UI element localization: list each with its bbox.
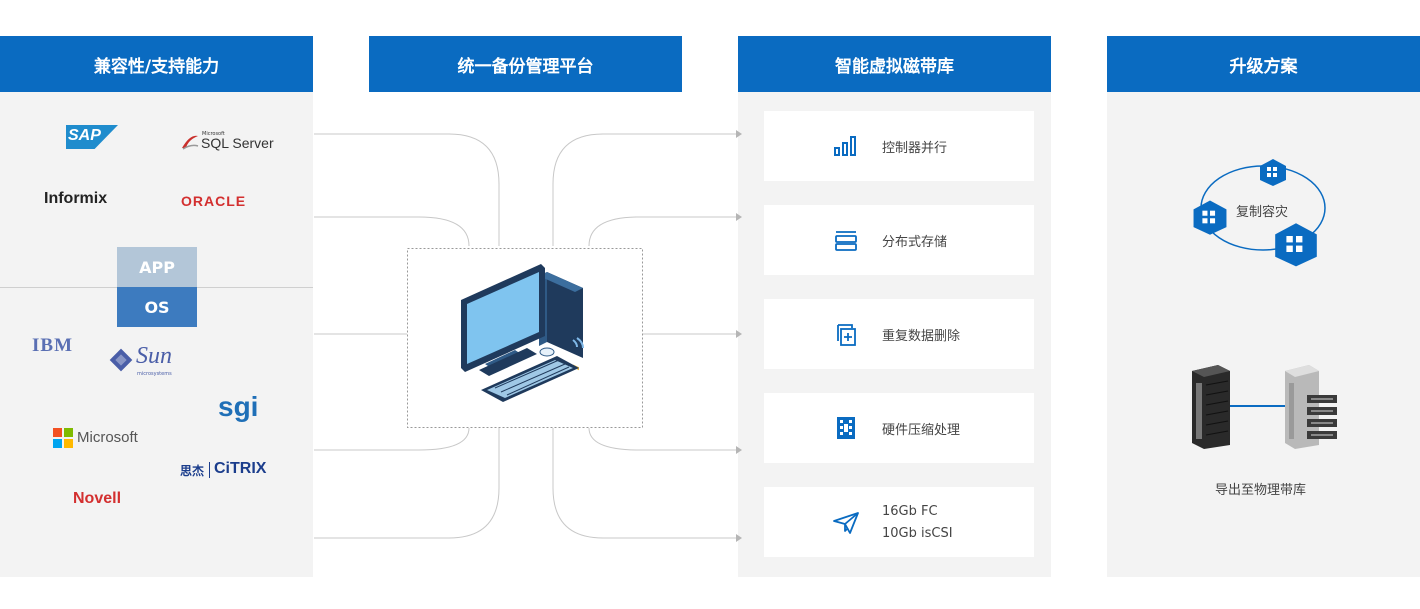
paper-plane-icon — [833, 512, 859, 534]
arrow-1 — [736, 130, 742, 138]
link-left-1 — [314, 133, 500, 246]
vtl-card-line: 16Gb FC — [882, 504, 938, 519]
vtl-card-label: 分布式存储 — [882, 234, 948, 250]
link-right-5 — [552, 428, 736, 539]
bar-chart-icon — [834, 136, 856, 156]
export-label: 导出至物理带库 — [1215, 483, 1307, 498]
link-right-4 — [588, 427, 736, 451]
vtl-card-label: 硬件压缩处理 — [882, 422, 961, 438]
vtl-card-interface: 16Gb FC 10Gb isCSI — [764, 487, 1034, 557]
citrix-logo-text: CiTRIX — [214, 460, 267, 477]
sun-logo-text: Sun — [136, 343, 172, 369]
vtl-card-controller: 控制器并行 — [764, 111, 1034, 181]
sun-small-text: microsystems — [137, 371, 172, 377]
compat-header: 兼容性/支持能力 — [0, 36, 313, 92]
sql-server-small-text: Microsoft — [202, 131, 225, 137]
sijie-logo-text: 思杰 — [180, 464, 205, 478]
link-right-1 — [552, 133, 736, 246]
microsoft-logo-text: Microsoft — [77, 429, 138, 446]
server-rack-icon — [1192, 365, 1230, 449]
sql-server-text: SQL Server — [201, 135, 274, 151]
replication-label: 复制容灾 — [1236, 205, 1289, 220]
arrow-4 — [736, 446, 742, 454]
dedupe-icon — [837, 324, 856, 346]
cube-icon — [1260, 159, 1286, 186]
arrow-2 — [736, 213, 742, 221]
server-rack-icon — [1285, 365, 1337, 449]
platform-header-text: 统一备份管理平台 — [457, 56, 594, 77]
link-right-2 — [588, 216, 736, 247]
arrow-3 — [736, 330, 742, 338]
sgi-logo: sgi — [218, 391, 259, 422]
compat-panel — [0, 92, 313, 577]
link-left-2 — [314, 216, 470, 247]
vtl-card-compression: 硬件压缩处理 — [764, 393, 1034, 463]
platform-header: 统一备份管理平台 — [369, 36, 682, 92]
arrow-5 — [736, 534, 742, 542]
chip-icon — [837, 417, 855, 439]
vtl-card-label: 控制器并行 — [882, 140, 948, 156]
vtl-card-distributed: 分布式存储 — [764, 205, 1034, 275]
oracle-logo: ORACLE — [181, 193, 247, 209]
vtl-card-line: 10Gb isCSI — [882, 526, 953, 541]
vtl-card-dedupe: 重复数据删除 — [764, 299, 1034, 369]
storage-icon — [835, 231, 857, 251]
vtl-header-text: 智能虚拟磁带库 — [835, 56, 954, 77]
app-tag-text: APP — [139, 257, 175, 277]
cube-icon — [1193, 200, 1227, 235]
cube-icon — [1275, 223, 1317, 267]
sun-icon — [109, 348, 133, 372]
computer-icon — [461, 264, 584, 402]
compat-header-text: 兼容性/支持能力 — [93, 56, 220, 77]
novell-logo: Novell — [73, 490, 122, 507]
vtl-card-lines: 16Gb FC 10Gb isCSI — [882, 501, 953, 545]
server-link-line — [1230, 405, 1286, 407]
link-left-5 — [314, 428, 500, 539]
sql-server-icon — [182, 135, 199, 150]
ibm-logo: IBM — [32, 335, 73, 356]
os-tag: OS — [117, 287, 197, 327]
app-tag: APP — [117, 247, 197, 287]
vtl-header: 智能虚拟磁带库 — [738, 36, 1051, 92]
upgrade-header-text: 升级方案 — [1229, 56, 1298, 77]
informix-logo: Informix — [44, 190, 108, 207]
upgrade-header: 升级方案 — [1107, 36, 1420, 92]
microsoft-icon — [53, 428, 73, 448]
link-left-4 — [314, 427, 470, 451]
os-tag-text: OS — [144, 297, 170, 317]
sap-logo-text: SAP — [68, 127, 101, 144]
vtl-card-label: 重复数据删除 — [882, 328, 961, 344]
citrix-divider — [209, 462, 210, 478]
